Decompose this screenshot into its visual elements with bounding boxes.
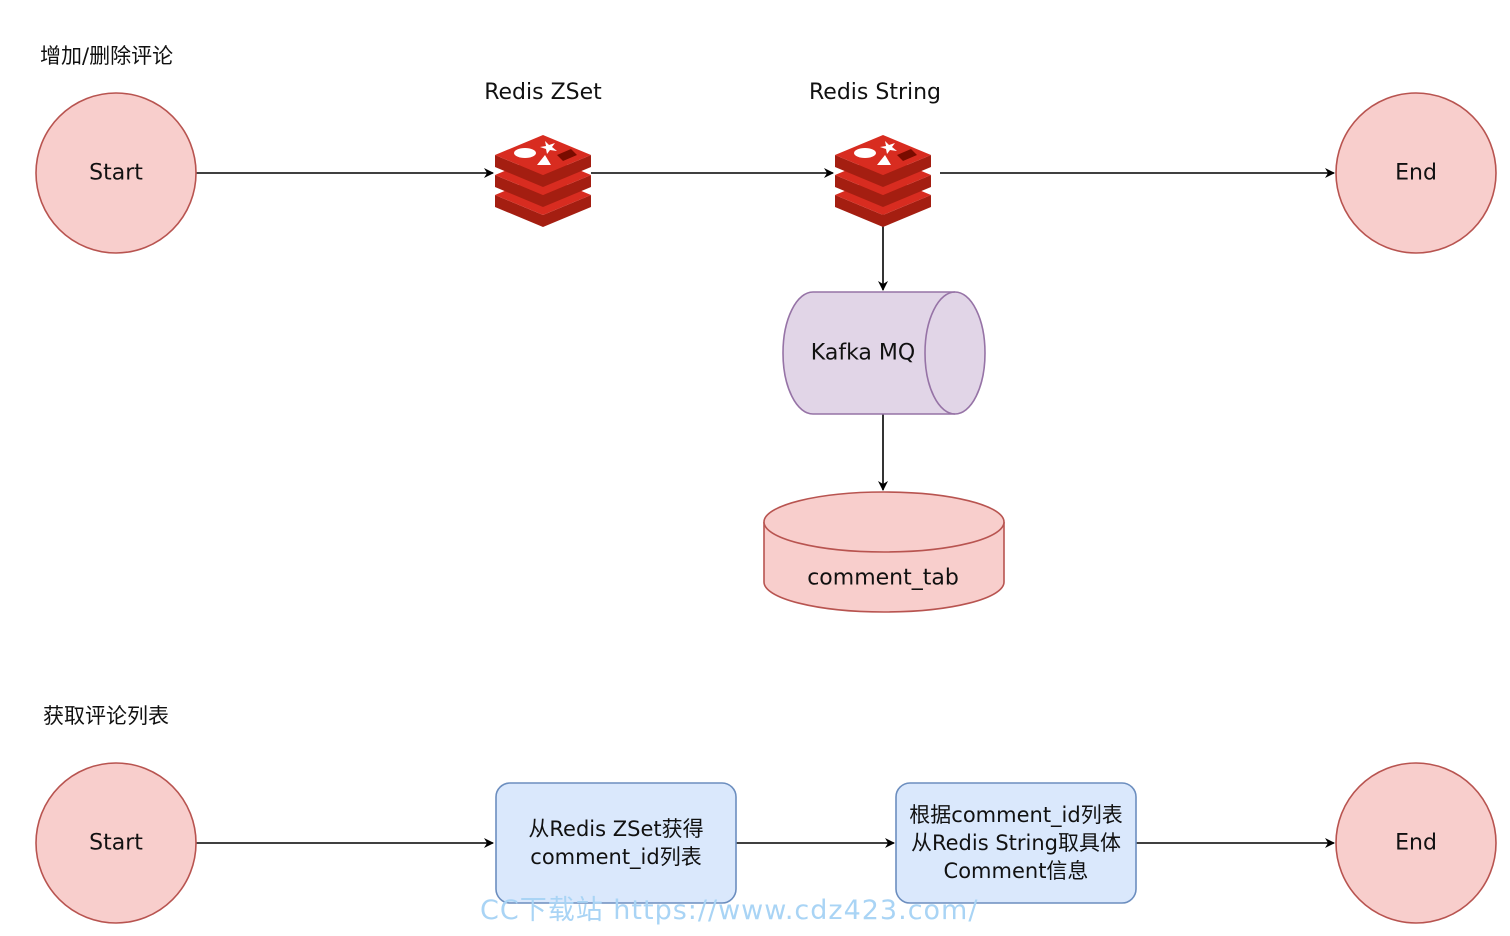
comment-tab-database — [763, 491, 1005, 613]
step2-line-3: Comment信息 — [943, 859, 1089, 883]
step2-label: 根据comment_id列表 从Redis String取具体 Comment信… — [909, 801, 1122, 885]
top-end-label: End — [1395, 160, 1437, 186]
bottom-start-node — [35, 762, 197, 924]
watermark: CC下载站 https://www.cdz423.com/ — [480, 895, 979, 926]
redis-string-icon — [835, 135, 931, 227]
step1-process-box — [495, 782, 737, 904]
step2-process-box — [895, 782, 1137, 904]
section-title-add-delete: 增加/删除评论 — [40, 44, 174, 68]
bottom-end-node — [1335, 762, 1497, 924]
comment-tab-label: comment_tab — [807, 565, 959, 591]
top-end-node — [1335, 92, 1497, 254]
kafka-mq-queue — [782, 291, 986, 415]
top-start-node — [35, 92, 197, 254]
redis-zset-caption: Redis ZSet — [484, 80, 602, 105]
top-start-label: Start — [89, 160, 143, 186]
step1-label: 从Redis ZSet获得 comment_id列表 — [528, 815, 703, 871]
bottom-end-label: End — [1395, 830, 1437, 856]
redis-string-caption: Redis String — [808, 80, 942, 105]
step2-line-2: 从Redis String取具体 — [910, 831, 1122, 855]
step2-line-1: 根据comment_id列表 — [909, 803, 1123, 827]
step1-line-2: comment_id列表 — [530, 845, 702, 869]
bottom-start-label: Start — [89, 830, 143, 856]
redis-zset-icon — [495, 135, 591, 227]
step1-line-1: 从Redis ZSet获得 — [528, 817, 704, 841]
kafka-mq-label: Kafka MQ — [810, 340, 916, 366]
section-title-fetch-list: 获取评论列表 — [43, 704, 169, 728]
